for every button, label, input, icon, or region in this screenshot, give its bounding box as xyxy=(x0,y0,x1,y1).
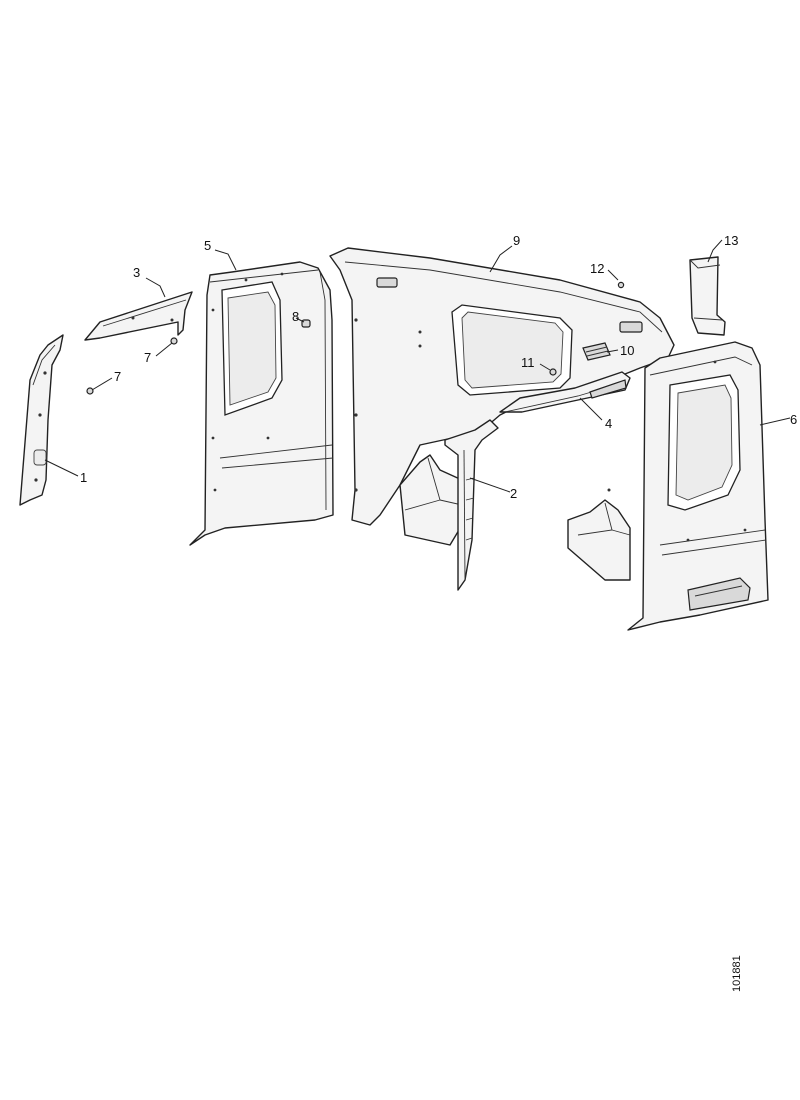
callout-3: 3 xyxy=(133,265,140,280)
part-9-rear-panel xyxy=(329,247,675,526)
fastener-7a-icon xyxy=(86,387,94,395)
callout-12: 12 xyxy=(590,261,604,276)
part-3-roof-rail xyxy=(84,291,193,341)
part-6-right-side-panel xyxy=(627,341,769,631)
document-number: 101881 xyxy=(731,955,743,992)
callouts: 1 2 3 4 5 6 7 7 8 9 10 11 12 13 xyxy=(80,233,797,501)
clip-11-icon xyxy=(549,368,557,376)
part-2-b-pillar-trim xyxy=(444,419,499,591)
leader-3 xyxy=(145,277,166,298)
leader-2 xyxy=(469,477,511,493)
leader-8 xyxy=(295,317,305,323)
callout-2: 2 xyxy=(510,486,517,501)
leader-13 xyxy=(707,239,723,263)
leader-5 xyxy=(214,249,237,271)
leader-10 xyxy=(606,349,619,353)
leader-4 xyxy=(579,397,603,421)
leader-12 xyxy=(607,269,619,281)
callout-5: 5 xyxy=(204,238,211,253)
callout-6: 6 xyxy=(790,412,797,427)
part-4-header-trim xyxy=(499,371,631,413)
center-floor-trim-left xyxy=(399,454,466,546)
part-1-pillar-trim xyxy=(19,334,64,506)
center-floor-trim-right xyxy=(567,488,631,581)
callout-7a: 7 xyxy=(114,369,121,384)
part-10-vent-grille xyxy=(582,342,611,361)
fastener-7b-icon xyxy=(170,337,178,345)
leader-7b xyxy=(155,342,173,357)
callout-8: 8 xyxy=(292,309,299,324)
leader-11 xyxy=(539,363,551,371)
callout-1: 1 xyxy=(80,470,87,485)
callout-11: 11 xyxy=(521,355,535,370)
callout-7b: 7 xyxy=(144,350,151,365)
callout-4: 4 xyxy=(605,416,612,431)
callout-13: 13 xyxy=(724,233,738,248)
callout-10: 10 xyxy=(620,343,634,358)
part-5-side-panel xyxy=(189,261,334,546)
leader-lines xyxy=(44,239,791,493)
leader-7a xyxy=(91,377,113,391)
part-13-bracket xyxy=(689,256,726,336)
callout-9: 9 xyxy=(513,233,520,248)
leader-1 xyxy=(44,459,79,477)
clip-12-icon xyxy=(617,281,625,289)
leader-6 xyxy=(759,417,791,426)
leader-9 xyxy=(489,245,513,273)
